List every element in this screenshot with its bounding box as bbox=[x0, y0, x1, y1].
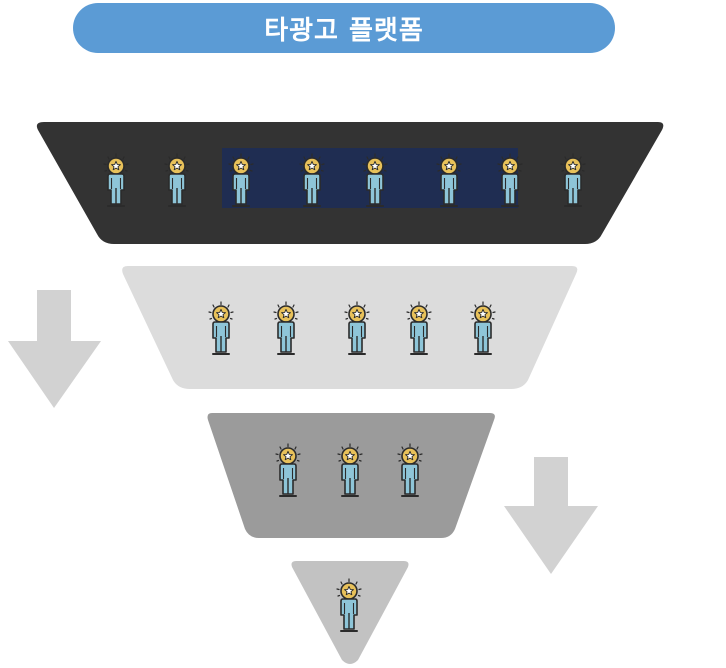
funnel-tier-1 bbox=[36, 122, 664, 244]
funnel-tier-2 bbox=[122, 266, 578, 389]
page-title-text: 타광고 플랫폼 bbox=[264, 15, 424, 46]
funnel-tier-4 bbox=[291, 561, 409, 664]
down-arrow-left bbox=[8, 290, 101, 408]
down-arrow-right bbox=[504, 457, 598, 574]
down-arrow-icon bbox=[504, 457, 598, 574]
funnel-tier-3 bbox=[207, 413, 495, 538]
down-arrow-icon bbox=[8, 290, 101, 408]
page-title: 타광고 플랫폼 bbox=[73, 3, 615, 53]
